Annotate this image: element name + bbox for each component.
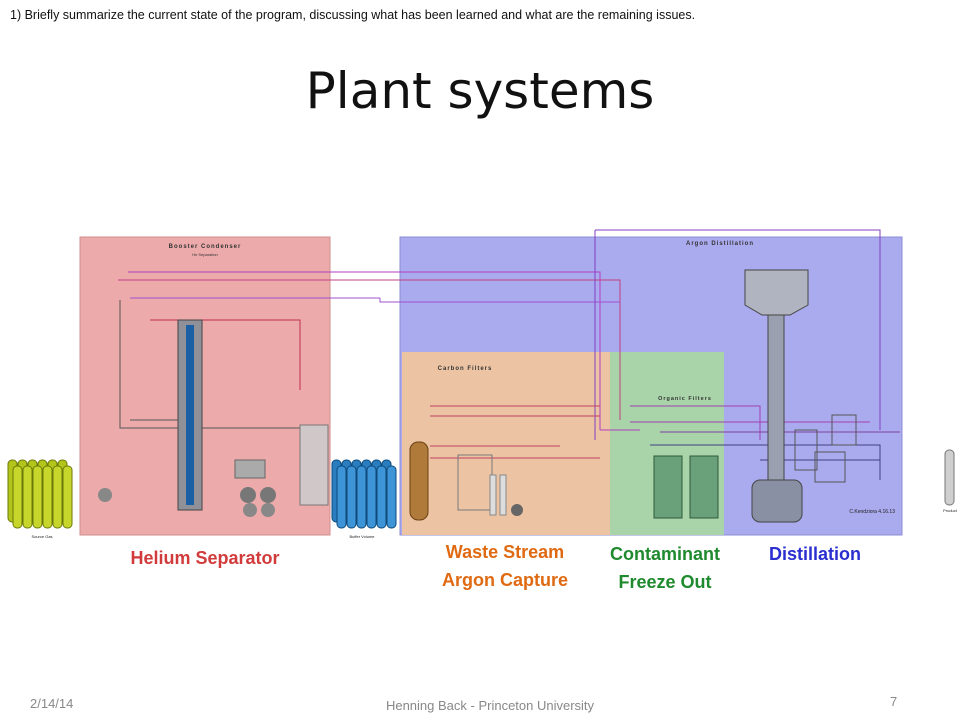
carbon-filters-title: Carbon Filters <box>438 366 493 372</box>
booster-condenser-title: Booster Condenser <box>169 244 242 250</box>
waste-stream-line-2: Argon Capture <box>442 570 568 590</box>
organic-filters-title: Organic Filters <box>658 396 712 402</box>
organic-filter-vessel <box>689 455 719 519</box>
waste-stream-label: Waste Stream Argon Capture <box>405 538 605 594</box>
footer-date: 2/14/14 <box>30 696 74 711</box>
source-gas-label: Source Gas <box>31 534 52 539</box>
buffer-volume-cylinders <box>331 459 397 529</box>
slide-title: Plant systems <box>305 62 655 120</box>
organic-filter-vessel <box>653 455 683 519</box>
product-label: Product <box>943 508 958 513</box>
distillation-label: Distillation <box>768 544 861 564</box>
footer-presenter: Henning Back - Princeton University <box>385 698 595 713</box>
contaminant-line-2: Freeze Out <box>618 572 712 592</box>
contaminant-line-1: Contaminant <box>610 544 720 564</box>
booster-condenser-subtitle: He Separation <box>192 252 218 257</box>
booster-condenser-panel <box>79 236 331 536</box>
distillation-column <box>767 304 785 491</box>
waste-stream-line-1: Waste Stream <box>445 542 565 562</box>
page-number: 7 <box>890 694 898 709</box>
buffer-volume-label: Buffer Volume <box>349 534 375 539</box>
question-prompt: 1) Briefly summarize the current state o… <box>10 8 696 22</box>
plant-diagram: Booster Condenser He Separation Argon Di… <box>7 229 958 539</box>
contaminant-label: Contaminant Freeze Out <box>580 540 750 596</box>
source-gas-cylinders <box>7 459 73 529</box>
helium-separator-label: Helium Separator <box>130 548 280 568</box>
diagram-credit: C.Kendziora 4.16.13 <box>849 509 895 515</box>
argon-distillation-title: Argon Distillation <box>686 241 754 247</box>
